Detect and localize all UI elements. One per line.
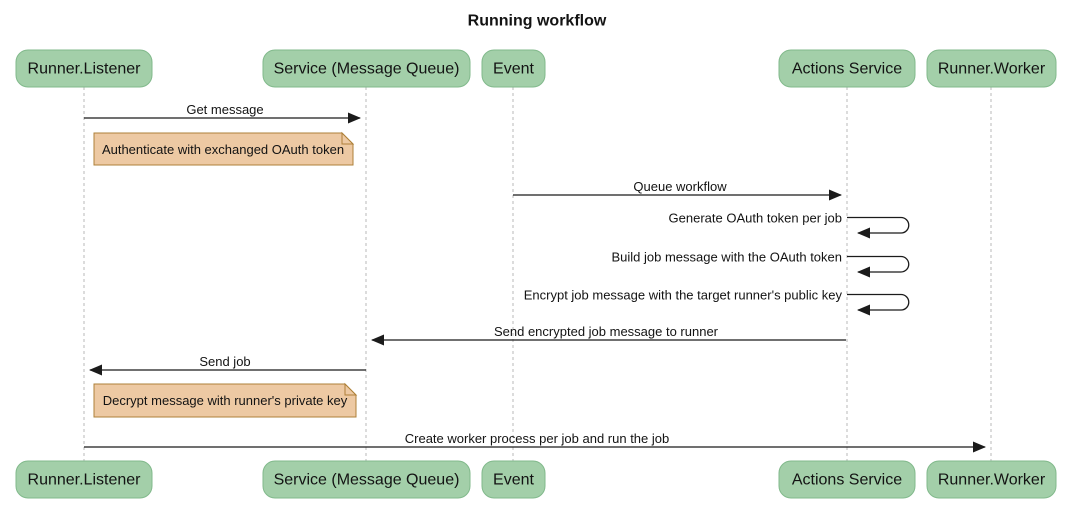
note-fold-corner xyxy=(341,131,355,145)
actor-box xyxy=(481,460,546,499)
actor-box xyxy=(15,49,153,88)
note-authenticate-oauth: Authenticate with exchanged OAuth token xyxy=(93,131,355,166)
actor-label: Runner.Worker xyxy=(938,472,1046,489)
actor-box xyxy=(926,49,1057,88)
self-loop-arrow xyxy=(847,216,910,239)
message-label: Encrypt job message with the target runn… xyxy=(524,288,843,303)
message-send-encrypted-job: Send encrypted job message to runner xyxy=(371,324,846,346)
actor-box xyxy=(778,49,916,88)
note-body xyxy=(93,383,357,418)
message-label: Send job xyxy=(199,354,250,369)
message-label: Queue workflow xyxy=(633,179,727,194)
actor-top-event: Event xyxy=(481,49,546,88)
actor-label: Actions Service xyxy=(792,472,902,489)
actor-bottom-runner-worker: Runner.Worker xyxy=(926,460,1057,499)
self-loop-arrow xyxy=(847,293,910,316)
actor-bottom-event: Event xyxy=(481,460,546,499)
actor-label: Runner.Listener xyxy=(28,472,142,489)
actor-box xyxy=(481,49,546,88)
note-label: Authenticate with exchanged OAuth token xyxy=(102,142,344,157)
note-body xyxy=(93,132,354,166)
message-label: Get message xyxy=(186,102,263,117)
actor-box xyxy=(262,49,471,88)
actor-label: Runner.Worker xyxy=(938,61,1046,78)
actor-box xyxy=(926,460,1057,499)
message-send-job: Send job xyxy=(89,354,366,376)
message-generate-oauth-token: Generate OAuth token per job xyxy=(669,211,910,239)
actor-label: Event xyxy=(493,472,534,489)
message-label: Build job message with the OAuth token xyxy=(611,250,842,265)
diagram-title: Running workflow xyxy=(468,13,607,30)
actor-label: Service (Message Queue) xyxy=(274,61,460,78)
actor-label: Event xyxy=(493,61,534,78)
message-create-worker-process: Create worker process per job and run th… xyxy=(84,431,986,453)
actor-box xyxy=(262,460,471,499)
self-loop-arrow xyxy=(847,255,910,278)
actor-bottom-runner-listener: Runner.Listener xyxy=(15,460,153,499)
note-decrypt-private-key: Decrypt message with runner's private ke… xyxy=(93,382,358,418)
message-get-message: Get message xyxy=(84,102,361,124)
message-build-job-message: Build job message with the OAuth token xyxy=(611,250,910,278)
actor-bottom-actions-service: Actions Service xyxy=(778,460,916,499)
message-label: Send encrypted job message to runner xyxy=(494,324,719,339)
actor-box xyxy=(778,460,916,499)
note-label: Decrypt message with runner's private ke… xyxy=(103,393,348,408)
message-queue-workflow: Queue workflow xyxy=(513,179,842,201)
message-encrypt-job-message: Encrypt job message with the target runn… xyxy=(524,288,910,316)
actor-top-runner-worker: Runner.Worker xyxy=(926,49,1057,88)
note-fold-corner xyxy=(344,382,358,396)
actor-bottom-service-message-queue: Service (Message Queue) xyxy=(262,460,471,499)
message-label: Generate OAuth token per job xyxy=(669,211,842,226)
actor-top-service-message-queue: Service (Message Queue) xyxy=(262,49,471,88)
actor-top-runner-listener: Runner.Listener xyxy=(15,49,153,88)
message-label: Create worker process per job and run th… xyxy=(405,431,669,446)
actor-label: Actions Service xyxy=(792,61,902,78)
actor-top-actions-service: Actions Service xyxy=(778,49,916,88)
actor-label: Service (Message Queue) xyxy=(274,472,460,489)
actor-label: Runner.Listener xyxy=(28,61,142,78)
actor-box xyxy=(15,460,153,499)
